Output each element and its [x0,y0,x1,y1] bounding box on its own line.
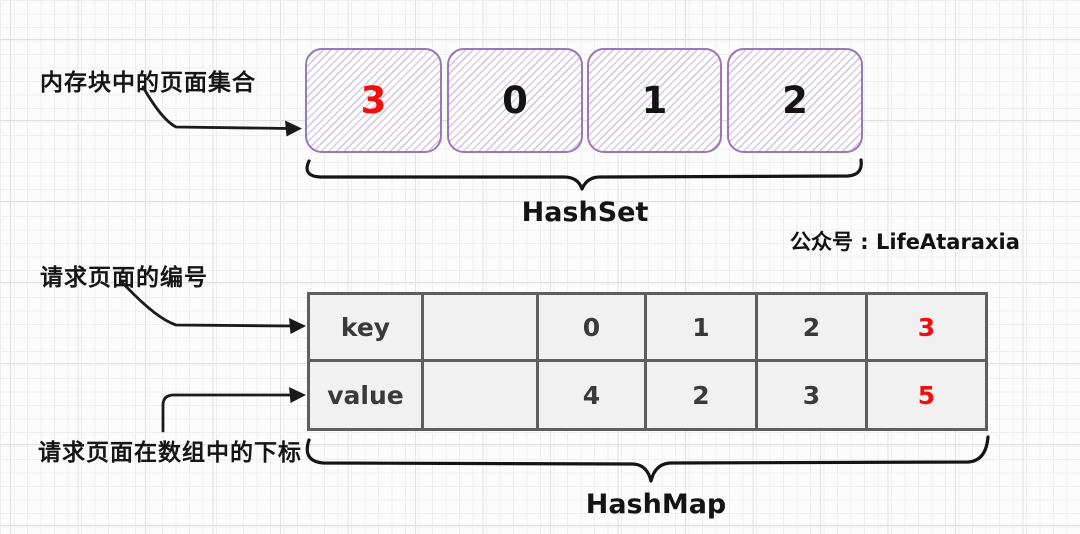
arrowhead-value [289,387,306,403]
arrowhead-key [289,318,306,334]
label-memory-pages: 内存块中的页面集合 [40,70,256,96]
cell-value-3: 5 [868,362,985,428]
cell-value-1: 2 [647,362,755,428]
arrow-index-to-value-row [161,393,294,433]
hashset-box-1: 0 [447,48,583,153]
arrowhead-memory [285,120,302,137]
hashset-box-2: 1 [587,48,722,153]
cell-key-empty [424,295,536,359]
watermark-text: 公众号 : LifeAtaraxia [790,230,1020,254]
cell-key-3: 3 [868,295,985,359]
cell-key-2: 2 [758,295,865,359]
cell-value-header: value [310,362,421,428]
hashmap-brace [305,435,990,483]
cell-key-0: 0 [539,295,644,359]
hashset-title: HashSet [521,197,649,228]
label-request-page-index: 请求页面在数组中的下标 [38,440,302,466]
hashset-box-0: 3 [305,48,442,153]
hashmap-title: HashMap [585,489,727,520]
cell-key-1: 1 [647,295,755,359]
cell-value-empty [424,362,536,428]
cell-value-2: 3 [758,362,865,428]
cell-value-0: 4 [539,362,644,428]
hashset-brace [305,158,863,191]
label-request-page-number: 请求页面的编号 [40,265,208,291]
cell-key-header: key [310,295,421,359]
hashmap-table: key 0 1 2 3 value 4 2 3 5 [307,292,988,431]
hashset-box-3: 2 [727,48,863,153]
